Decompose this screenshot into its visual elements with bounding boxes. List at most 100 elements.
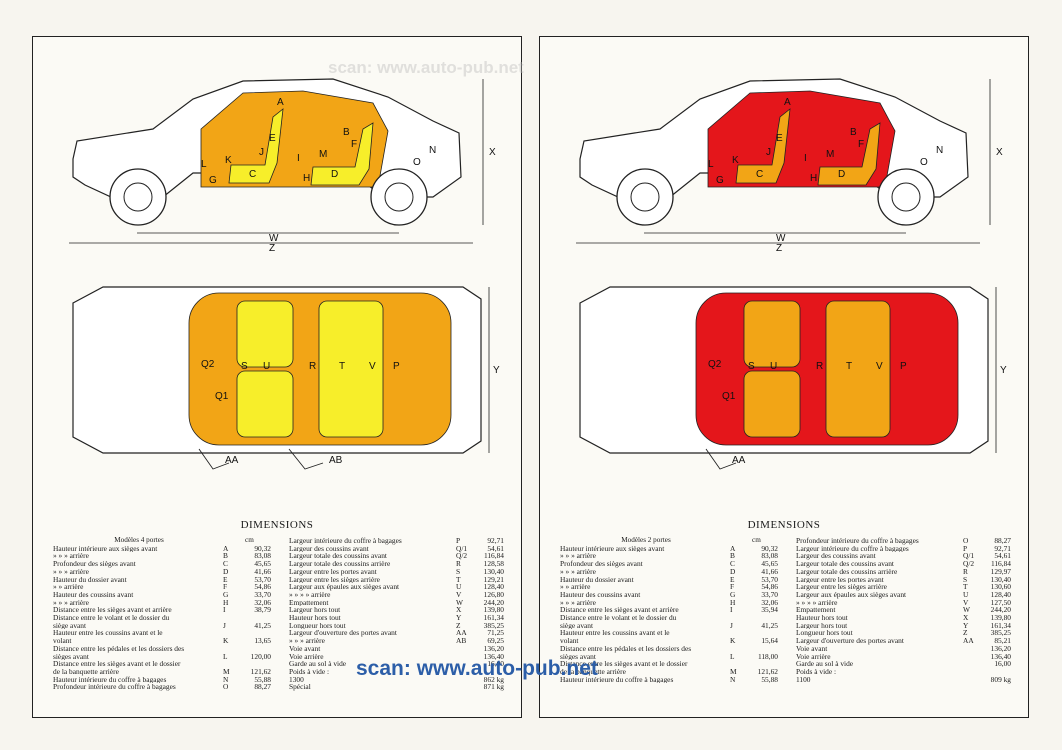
spec-label: Hauteur entre les coussins avant et le [53,629,163,638]
spec-value: 55,88 [761,674,778,684]
spec-label: Largeur entre les portes avant [796,575,884,584]
side-front-seat [228,108,284,184]
svg-text:D: D [838,169,845,180]
spec-label: volant [560,637,579,645]
spec-column-1: Modèles 4 portes cm Hauteur intérieure a… [53,536,271,692]
spec-label: » » » arrière [560,552,596,561]
spec-code: V [963,597,969,607]
spec-value: 16,00 [487,659,504,669]
spec-value: 41,66 [761,566,778,576]
spec-label: Hauteur hors tout [796,614,848,622]
spec-label: Largeur d'ouverture des portes avant [796,637,904,645]
spec-value: 127,50 [990,597,1011,607]
top-front-seat-2 [236,370,294,438]
svg-text:Y: Y [1000,365,1007,376]
spec-label: » » » arrière [560,598,596,607]
spec-value: 130,60 [990,582,1011,592]
spec-value: 41,66 [254,566,271,576]
spec-code: L [730,651,735,661]
svg-text:A: A [277,97,284,108]
svg-text:O: O [413,157,421,168]
svg-text:R: R [309,361,316,372]
spec-label: siège avant [560,621,594,630]
svg-text:Q1: Q1 [215,391,229,402]
svg-text:Z: Z [776,243,782,254]
spec-row: Poids à vide : [289,668,504,676]
spec-label: Largeur entre les sièges arrière [796,583,887,591]
spec-value: 128,58 [483,559,504,569]
spec-label: Largeur totale des coussins avant [289,552,387,561]
spec-code: X [963,613,969,623]
spec-value: 244,20 [990,605,1011,615]
spec-label: Distance entre le volant et le dossier d… [53,614,170,622]
spec-label: Distance entre les sièges avant et arriè… [53,606,172,615]
svg-text:H: H [303,173,310,184]
side-cabin-fill [200,90,389,188]
spec-value: 118,00 [757,651,778,661]
spec-label: de la banquette arrière [560,667,626,676]
spec-code: A [730,543,736,553]
spec-label: » » » arrière [560,567,596,576]
spec-value: 69,25 [487,636,504,646]
spec-code [456,653,472,661]
spec-code: O [963,536,969,545]
spec-row: Distance entre les pédales et les dossie… [53,645,271,653]
spec-column-1: Modèles 2 portes cm Hauteur intérieure a… [560,536,778,684]
svg-text:B: B [850,127,857,138]
svg-text:H: H [810,173,817,184]
spec-row: Distance entre les sièges avant et le do… [53,660,271,668]
spec-code [456,683,472,691]
svg-text:W: W [776,233,786,244]
spec-code: V [456,589,462,599]
dimensions-title: DIMENSIONS [240,519,314,531]
spec-value: 136,40 [990,651,1011,661]
spec-code: W [963,605,970,615]
spec-label: Largeur totale des coussins arrière [289,560,391,568]
spec-code [963,668,979,676]
spec-code [963,653,979,661]
svg-text:E: E [776,133,783,144]
spec-code: O [223,682,229,692]
spec-row: Poids à vide : [796,668,1011,676]
svg-text:V: V [369,361,376,372]
svg-text:G: G [209,175,217,186]
svg-text:F: F [351,139,357,150]
spec-value: 862 kg [483,674,504,684]
spec-code: M [223,666,230,676]
spec-label: Hauteur intérieure aux sièges avant [560,544,665,553]
spec-row: Profondeur intérieure du coffre à bagage… [796,537,1011,545]
svg-text:P: P [393,361,400,372]
spec-row: Distance entre les sièges avant et arriè… [53,606,271,614]
svg-text:Z: Z [269,243,275,254]
spec-label: Hauteur entre les coussins avant et le [560,629,670,638]
spec-value: 136,20 [990,643,1011,653]
